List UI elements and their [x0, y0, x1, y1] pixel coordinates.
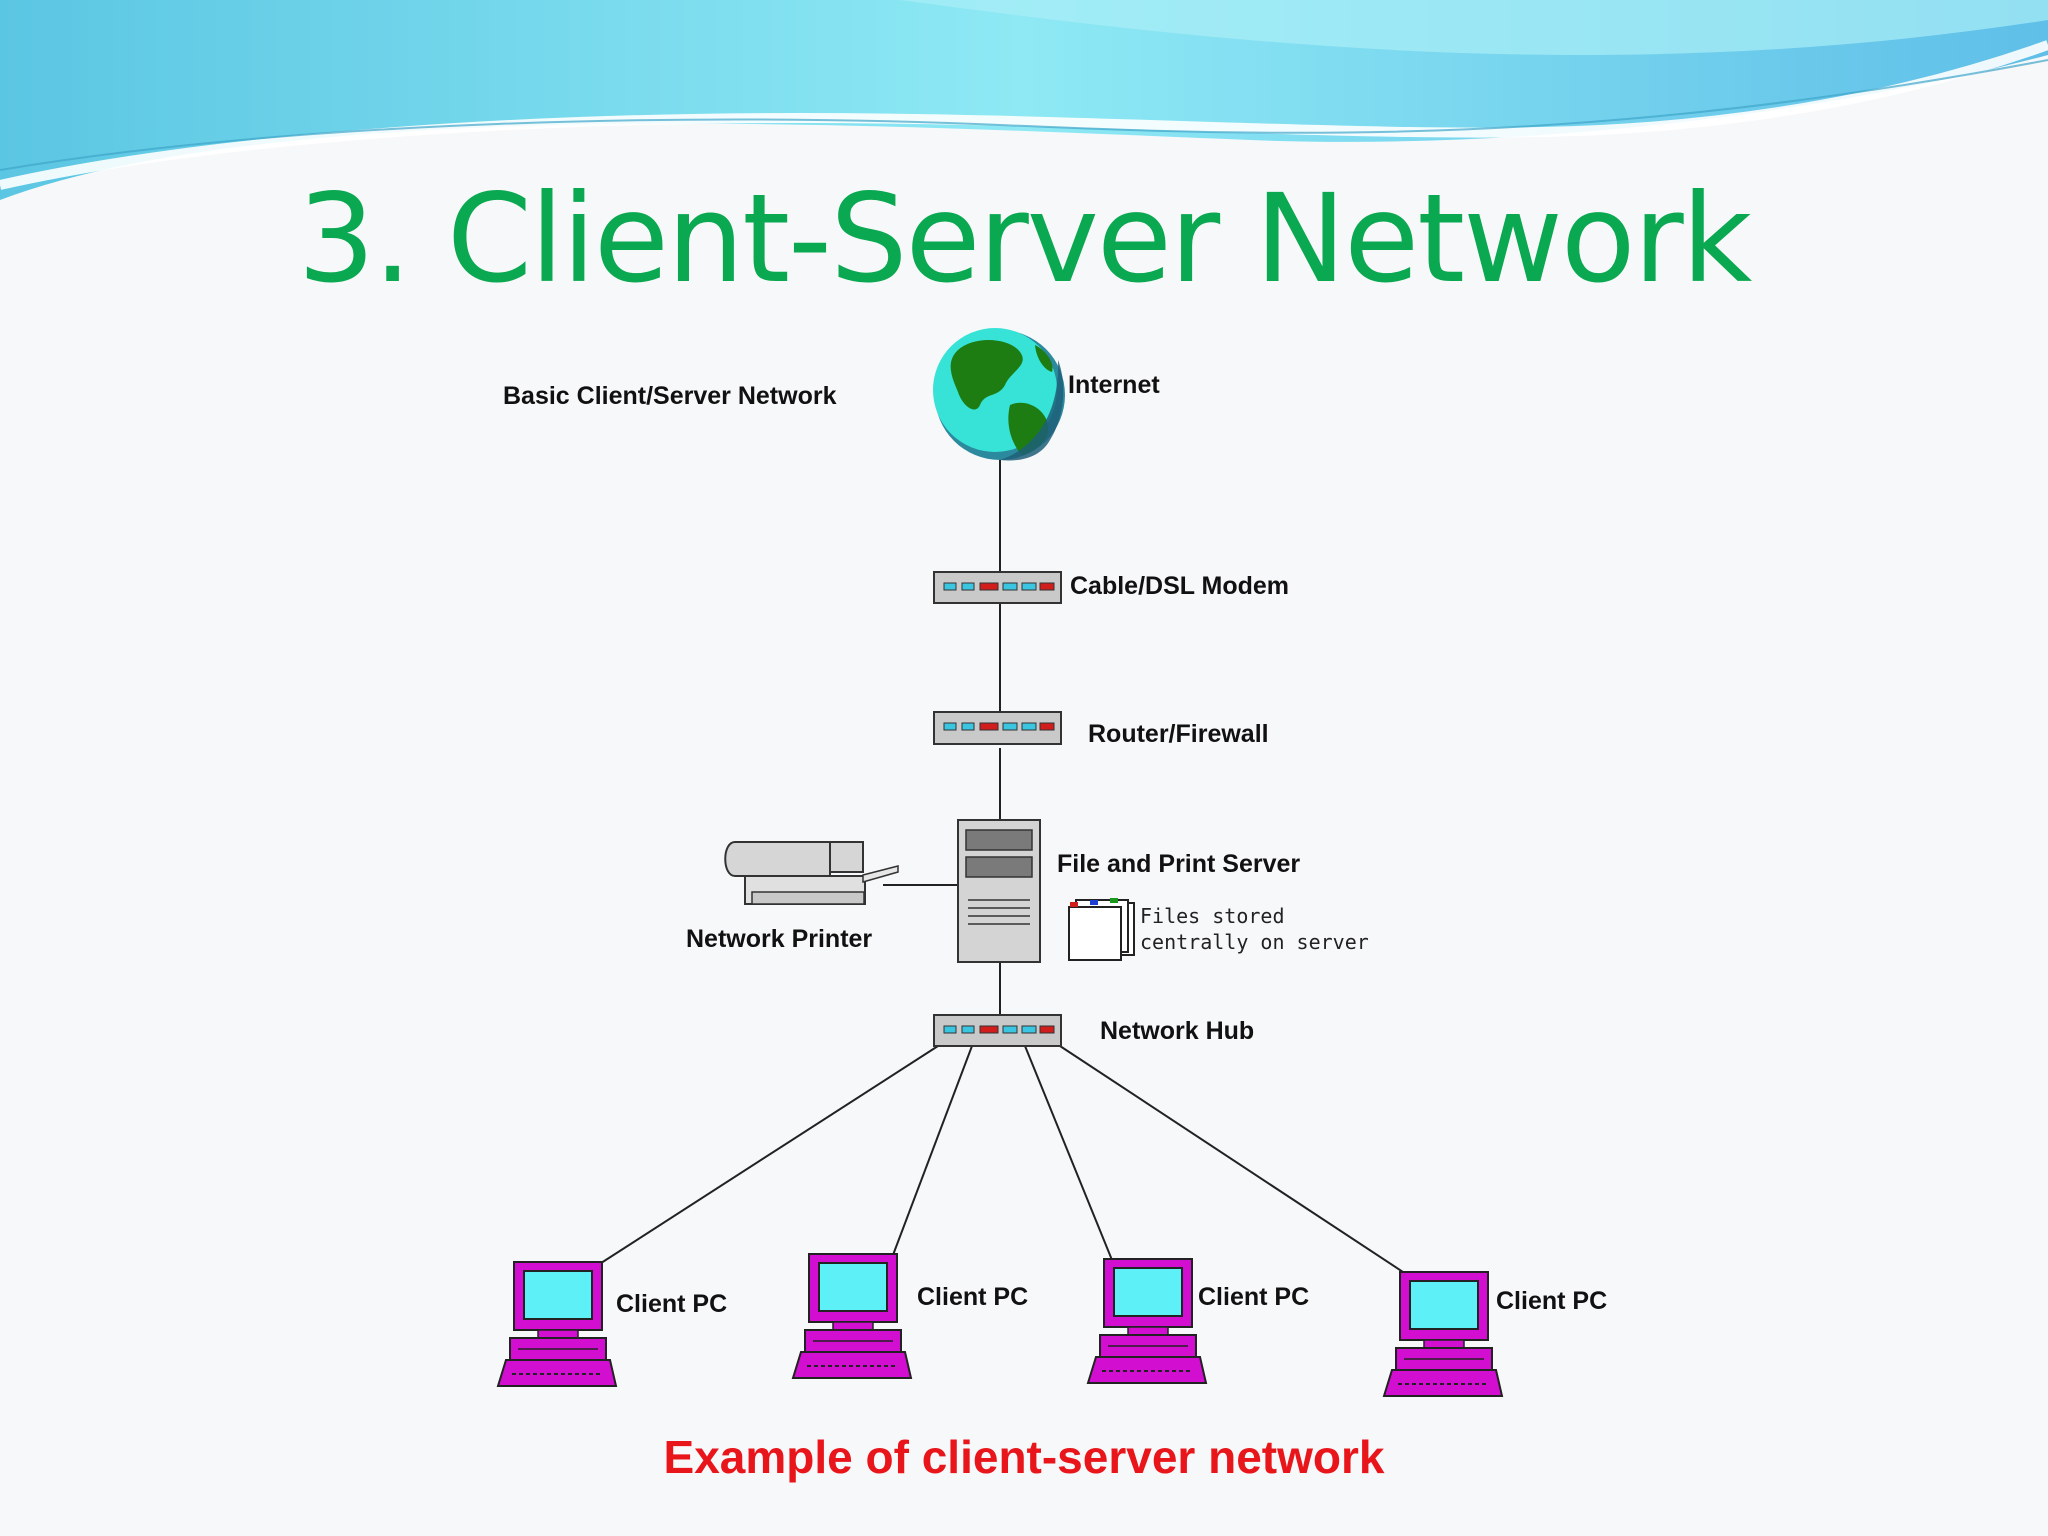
files-note-line-2: centrally on server: [1140, 930, 1369, 954]
internet-globe-icon: [933, 328, 1065, 461]
client-pc-icon: [496, 1261, 618, 1387]
client-pc-label: Client PC: [1496, 1287, 1608, 1315]
header-wave-decoration: [0, 0, 2048, 200]
printer-label: Network Printer: [686, 925, 873, 953]
network-printer-icon: [724, 841, 899, 905]
client-pc-label: Client PC: [1198, 1283, 1310, 1311]
hub-label: Network Hub: [1100, 1017, 1255, 1045]
client-pc-label: Client PC: [616, 1290, 728, 1318]
slide-title: 3. Client-Server Network: [297, 168, 1753, 310]
client-pc-icon: [1086, 1258, 1208, 1384]
modem-icon: [933, 571, 1062, 604]
slide-caption: Example of client-server network: [663, 1431, 1385, 1483]
diagram-heading: Basic Client/Server Network: [503, 382, 837, 410]
client-pc-icon: [1382, 1271, 1504, 1397]
server-tower-icon: [957, 819, 1041, 963]
connection-lines: [597, 455, 1404, 1273]
files-note-line-1: Files stored: [1140, 904, 1285, 928]
client-pc-label: Client PC: [917, 1283, 1029, 1311]
files-stack-icon: [1068, 898, 1135, 961]
router-icon: [933, 711, 1062, 745]
network-hub-icon: [933, 1014, 1062, 1047]
router-label: Router/Firewall: [1088, 720, 1269, 748]
client-pc-icon: [791, 1253, 913, 1379]
server-label: File and Print Server: [1057, 850, 1301, 878]
internet-label: Internet: [1068, 371, 1160, 399]
modem-label: Cable/DSL Modem: [1070, 572, 1290, 600]
